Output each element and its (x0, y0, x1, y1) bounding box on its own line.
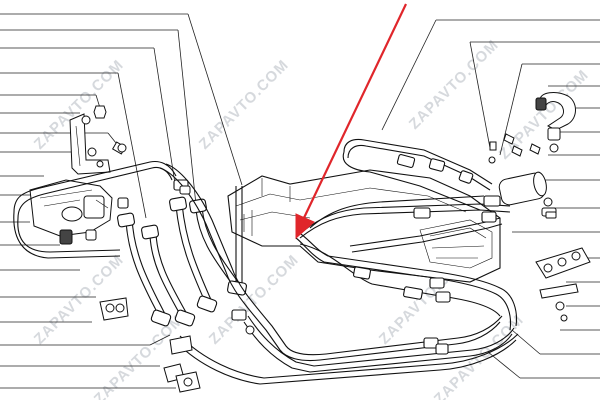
watermark-2: ZAPAVTO.COM (196, 56, 292, 152)
right-leader-lines (381, 19, 600, 379)
fuel-filter (498, 171, 557, 217)
fuel-pump-assembly (29, 179, 113, 245)
watermark-6: ZAPAVTO.COM (206, 251, 302, 347)
mounting-bracket (69, 113, 111, 175)
right-fittings (353, 153, 501, 355)
watermark-3: ZAPAVTO.COM (406, 36, 502, 132)
watermark-8: ZAPAVTO.COM (91, 311, 187, 400)
annotation-arrow (295, 3, 407, 240)
filter-clamp (535, 92, 576, 153)
watermark-9: ZAPAVTO.COM (431, 311, 527, 400)
fuel-tank (227, 169, 501, 283)
hose-ferrules (117, 179, 247, 327)
rigid-fuel-lines (159, 163, 519, 385)
left-leader-lines (0, 13, 243, 389)
small-bolts-right (488, 133, 557, 219)
small-fittings-left (85, 143, 255, 335)
upper-right-lines (299, 138, 511, 253)
left-pipe-loop (13, 160, 177, 259)
pipe-clip-strip (535, 247, 591, 322)
watermark-4: ZAPAVTO.COM (496, 66, 592, 162)
pipe-clips-left (99, 297, 201, 393)
